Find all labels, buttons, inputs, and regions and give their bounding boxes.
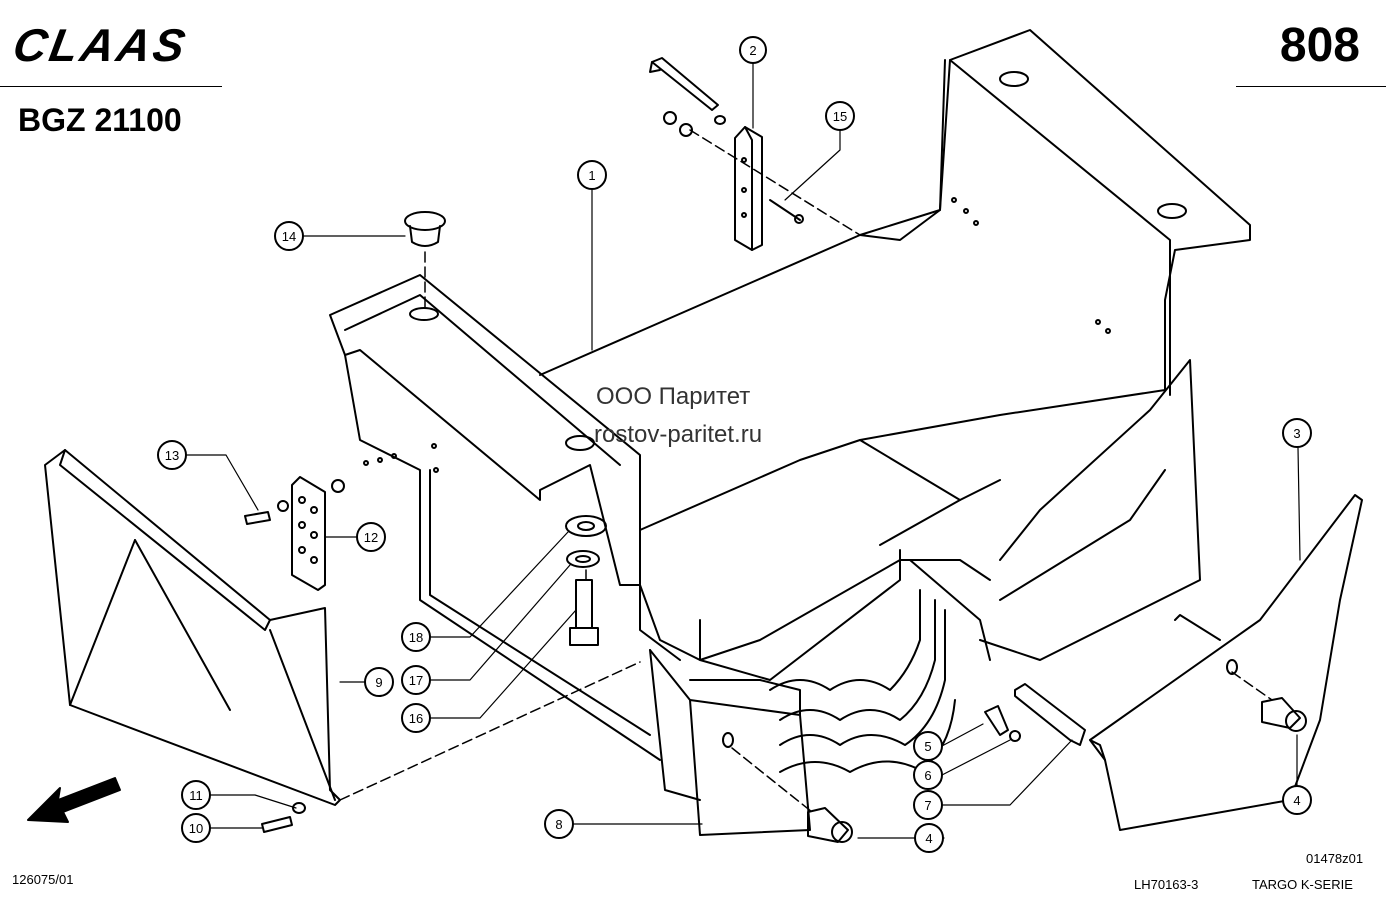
drawing-number: BGZ 21100 — [18, 102, 182, 138]
reference-right: 01478z01 — [1306, 851, 1364, 866]
direction-arrow-icon — [27, 777, 121, 823]
callout-number: 12 — [364, 530, 378, 545]
callout-number: 16 — [409, 711, 423, 726]
callout-c14: 14 — [274, 221, 304, 251]
assembly-lines — [339, 129, 1273, 813]
callout-leaders — [185, 61, 1301, 839]
long-bolt — [649, 57, 804, 224]
watermark-website: rostov-paritet.ru — [594, 421, 763, 448]
callout-c1: 1 — [577, 160, 607, 190]
callout-number: 4 — [1293, 793, 1300, 808]
step-ladder — [769, 589, 956, 773]
callout-c5: 5 — [913, 731, 943, 761]
clamp-bar — [734, 126, 763, 251]
front-step-cover — [649, 649, 811, 836]
mounting-plate — [291, 476, 326, 591]
callout-c4b: 4 — [1282, 785, 1312, 815]
callout-number: 2 — [749, 43, 756, 58]
callout-c6: 6 — [913, 760, 943, 790]
callout-number: 7 — [924, 798, 931, 813]
callout-number: 1 — [588, 168, 595, 183]
callout-number: 9 — [375, 675, 382, 690]
callout-number: 15 — [833, 109, 847, 124]
callout-number: 3 — [1293, 426, 1300, 441]
page-number: 808 — [1279, 19, 1360, 72]
callout-c17: 17 — [401, 665, 431, 695]
callout-c18: 18 — [401, 622, 431, 652]
reference-middle: LH70163-3 — [1134, 877, 1199, 892]
callout-c8: 8 — [544, 809, 574, 839]
callout-c13: 13 — [157, 440, 187, 470]
callout-c4a: 4 — [914, 823, 944, 853]
left-cover-plate — [44, 449, 341, 806]
callout-c3: 3 — [1282, 418, 1312, 448]
bushing — [404, 211, 446, 247]
header-divider-left — [0, 86, 222, 87]
washers-and-bolt — [565, 515, 607, 646]
bolt-13 — [244, 479, 345, 525]
callout-number: 17 — [409, 673, 423, 688]
callout-number: 6 — [924, 768, 931, 783]
callout-c11: 11 — [181, 780, 211, 810]
callout-c16: 16 — [401, 703, 431, 733]
callout-number: 13 — [165, 448, 179, 463]
marker-light — [807, 807, 853, 843]
callout-number: 18 — [409, 630, 423, 645]
callout-number: 11 — [189, 788, 203, 803]
header-divider-right — [1236, 86, 1386, 87]
watermark-company: ООО Паритет — [596, 383, 751, 410]
callout-c10: 10 — [181, 813, 211, 843]
callout-c12: 12 — [356, 522, 386, 552]
callout-number: 14 — [282, 229, 296, 244]
callout-c2: 2 — [739, 36, 767, 64]
callout-c9: 9 — [364, 667, 394, 697]
bolt-10 — [261, 802, 306, 833]
reference-left: 126075/01 — [12, 872, 74, 887]
bracket-rail — [1014, 683, 1086, 746]
series-label: TARGO K-SERIE — [1252, 877, 1353, 892]
callout-number: 8 — [555, 817, 562, 832]
marker-light-right — [1261, 697, 1307, 732]
main-frame-part — [329, 29, 1251, 761]
callout-c7: 7 — [913, 790, 943, 820]
callout-number: 5 — [924, 739, 931, 754]
bolt-5 — [984, 705, 1021, 742]
callout-number: 10 — [189, 821, 203, 836]
callout-c15: 15 — [825, 101, 855, 131]
right-cover-plate — [1089, 494, 1363, 831]
callout-number: 4 — [925, 831, 932, 846]
